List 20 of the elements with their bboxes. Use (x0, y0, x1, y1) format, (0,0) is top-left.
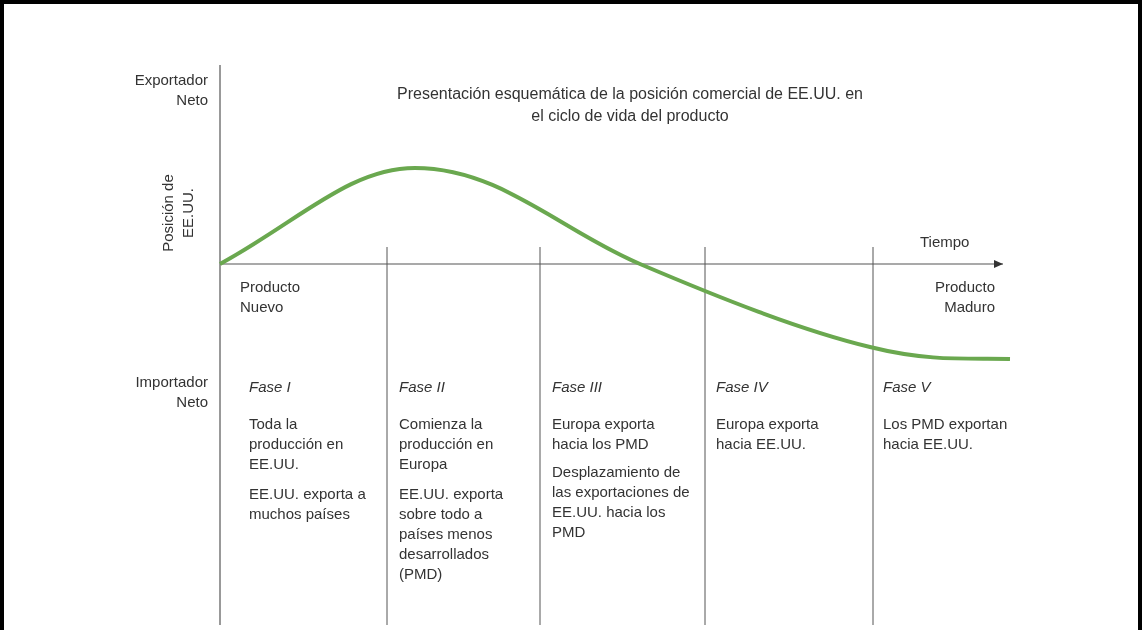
phase-description: Comienza la producción en Europa (399, 414, 495, 474)
axis-label: Tiempo (920, 232, 971, 252)
phase-heading: Fase II (399, 377, 446, 397)
phase-description: Toda la producción en EE.UU. (249, 414, 345, 474)
stage-label: Producto Nuevo (240, 277, 302, 317)
phase-description: Europa exporta hacia los PMD (552, 414, 656, 454)
phase-description: Desplazamiento de las exportaciones de EE.UU. hacia los PMD (552, 462, 691, 542)
axis-label: Importador Neto (134, 372, 208, 412)
axis-label: Posición de EE.UU. (158, 173, 197, 254)
phase-description: Los PMD exportan hacia EE.UU. (883, 414, 1009, 454)
phase-heading: Fase V (883, 377, 933, 397)
phase-heading: Fase I (249, 377, 292, 397)
phase-description: EE.UU. exporta sobre todo a países menos desarrollados (PMD) (399, 484, 505, 584)
phase-description: Europa exporta hacia EE.UU. (716, 414, 820, 454)
stage-label: Producto Maduro (933, 277, 995, 317)
phase-description: EE.UU. exporta a muchos países (249, 484, 367, 524)
chart-title: Presentación esquemática de la posición comercial de EE.UU. en el ciclo de vida del producto (396, 84, 864, 126)
phase-heading: Fase IV (716, 377, 770, 397)
phase-heading: Fase III (552, 377, 604, 397)
axis-label: Exportador Neto (133, 70, 208, 110)
